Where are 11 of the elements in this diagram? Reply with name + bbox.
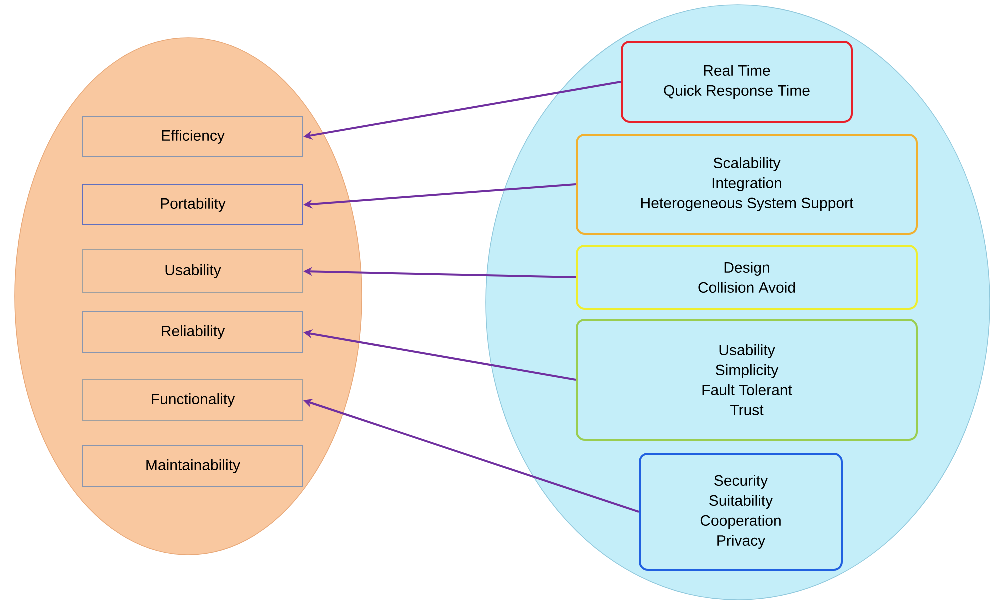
attribute-box: Design Collision Avoid	[576, 245, 918, 310]
quality-box: Usability	[82, 250, 304, 294]
quality-box: Efficiency	[82, 116, 304, 158]
attribute-box: Usability Simplicity Fault Tolerant Trust	[576, 319, 918, 441]
quality-box: Functionality	[82, 380, 304, 422]
quality-box: Portability	[82, 184, 304, 226]
attribute-box: Security Suitability Cooperation Privacy	[639, 453, 843, 571]
quality-box: Maintainability	[82, 446, 304, 488]
attribute-box: Scalability Integration Heterogeneous System Support	[576, 134, 918, 235]
quality-box: Reliability	[82, 312, 304, 354]
attribute-box: Real Time Quick Response Time	[621, 41, 854, 123]
